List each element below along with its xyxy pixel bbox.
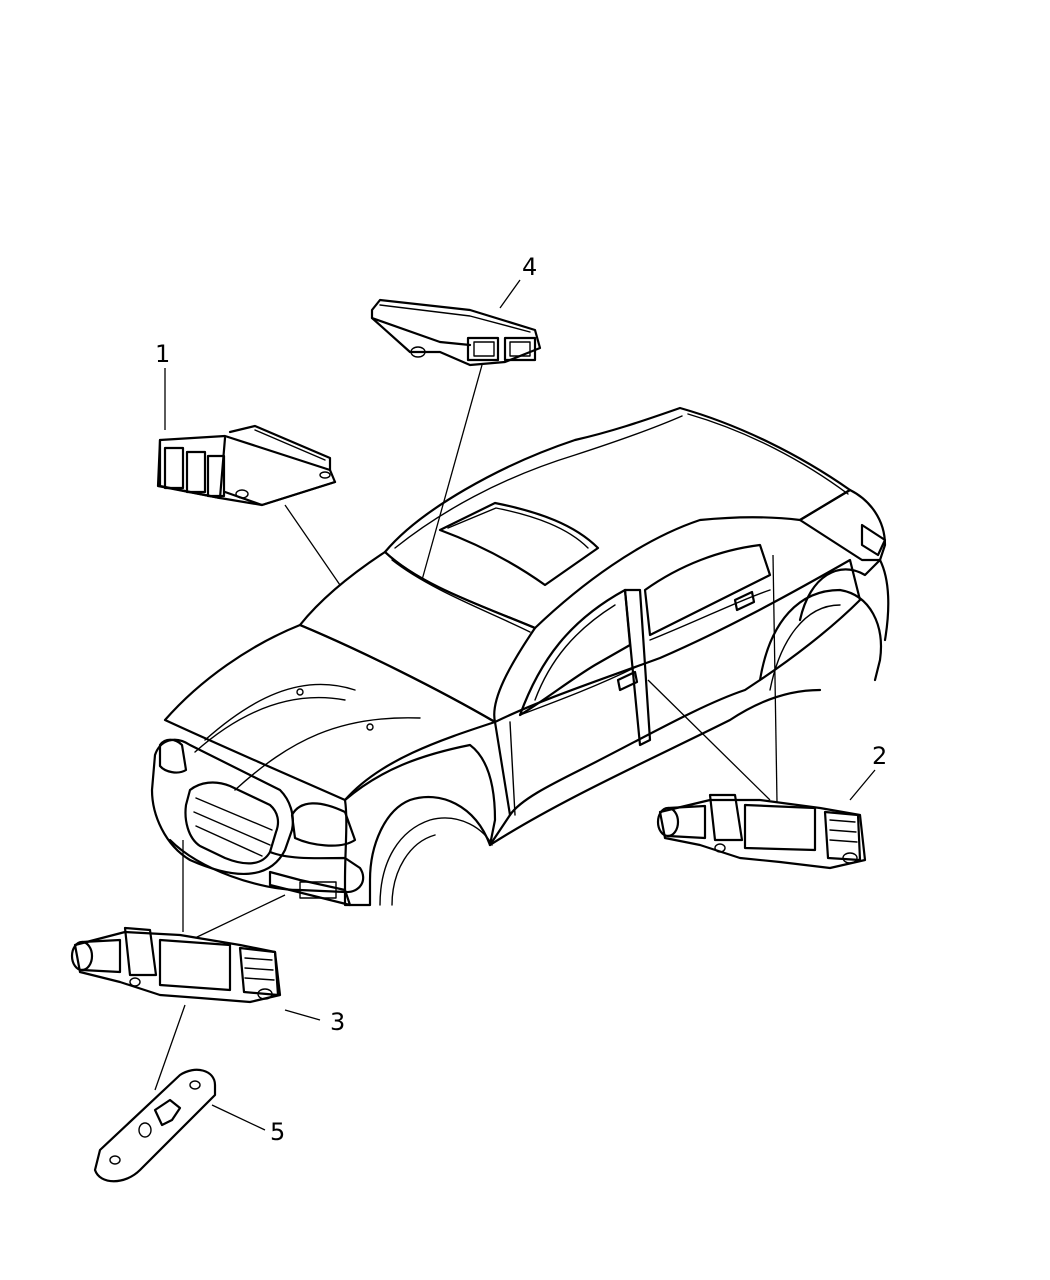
part-1-airbag-control-module	[156, 424, 337, 507]
part-2-impact-sensor	[656, 793, 867, 870]
leader-lines	[154, 279, 876, 1131]
callout-label-2: 2	[872, 742, 888, 770]
callout-label-5: 5	[270, 1118, 286, 1146]
car-body-illustration	[150, 406, 890, 907]
callout-label-4: 4	[522, 253, 538, 281]
part-4-module	[370, 298, 542, 367]
callout-label-3: 3	[330, 1008, 346, 1036]
part-3-impact-sensor	[70, 926, 282, 1004]
callout-label-1: 1	[155, 340, 171, 368]
part-5-bracket	[93, 1068, 217, 1183]
